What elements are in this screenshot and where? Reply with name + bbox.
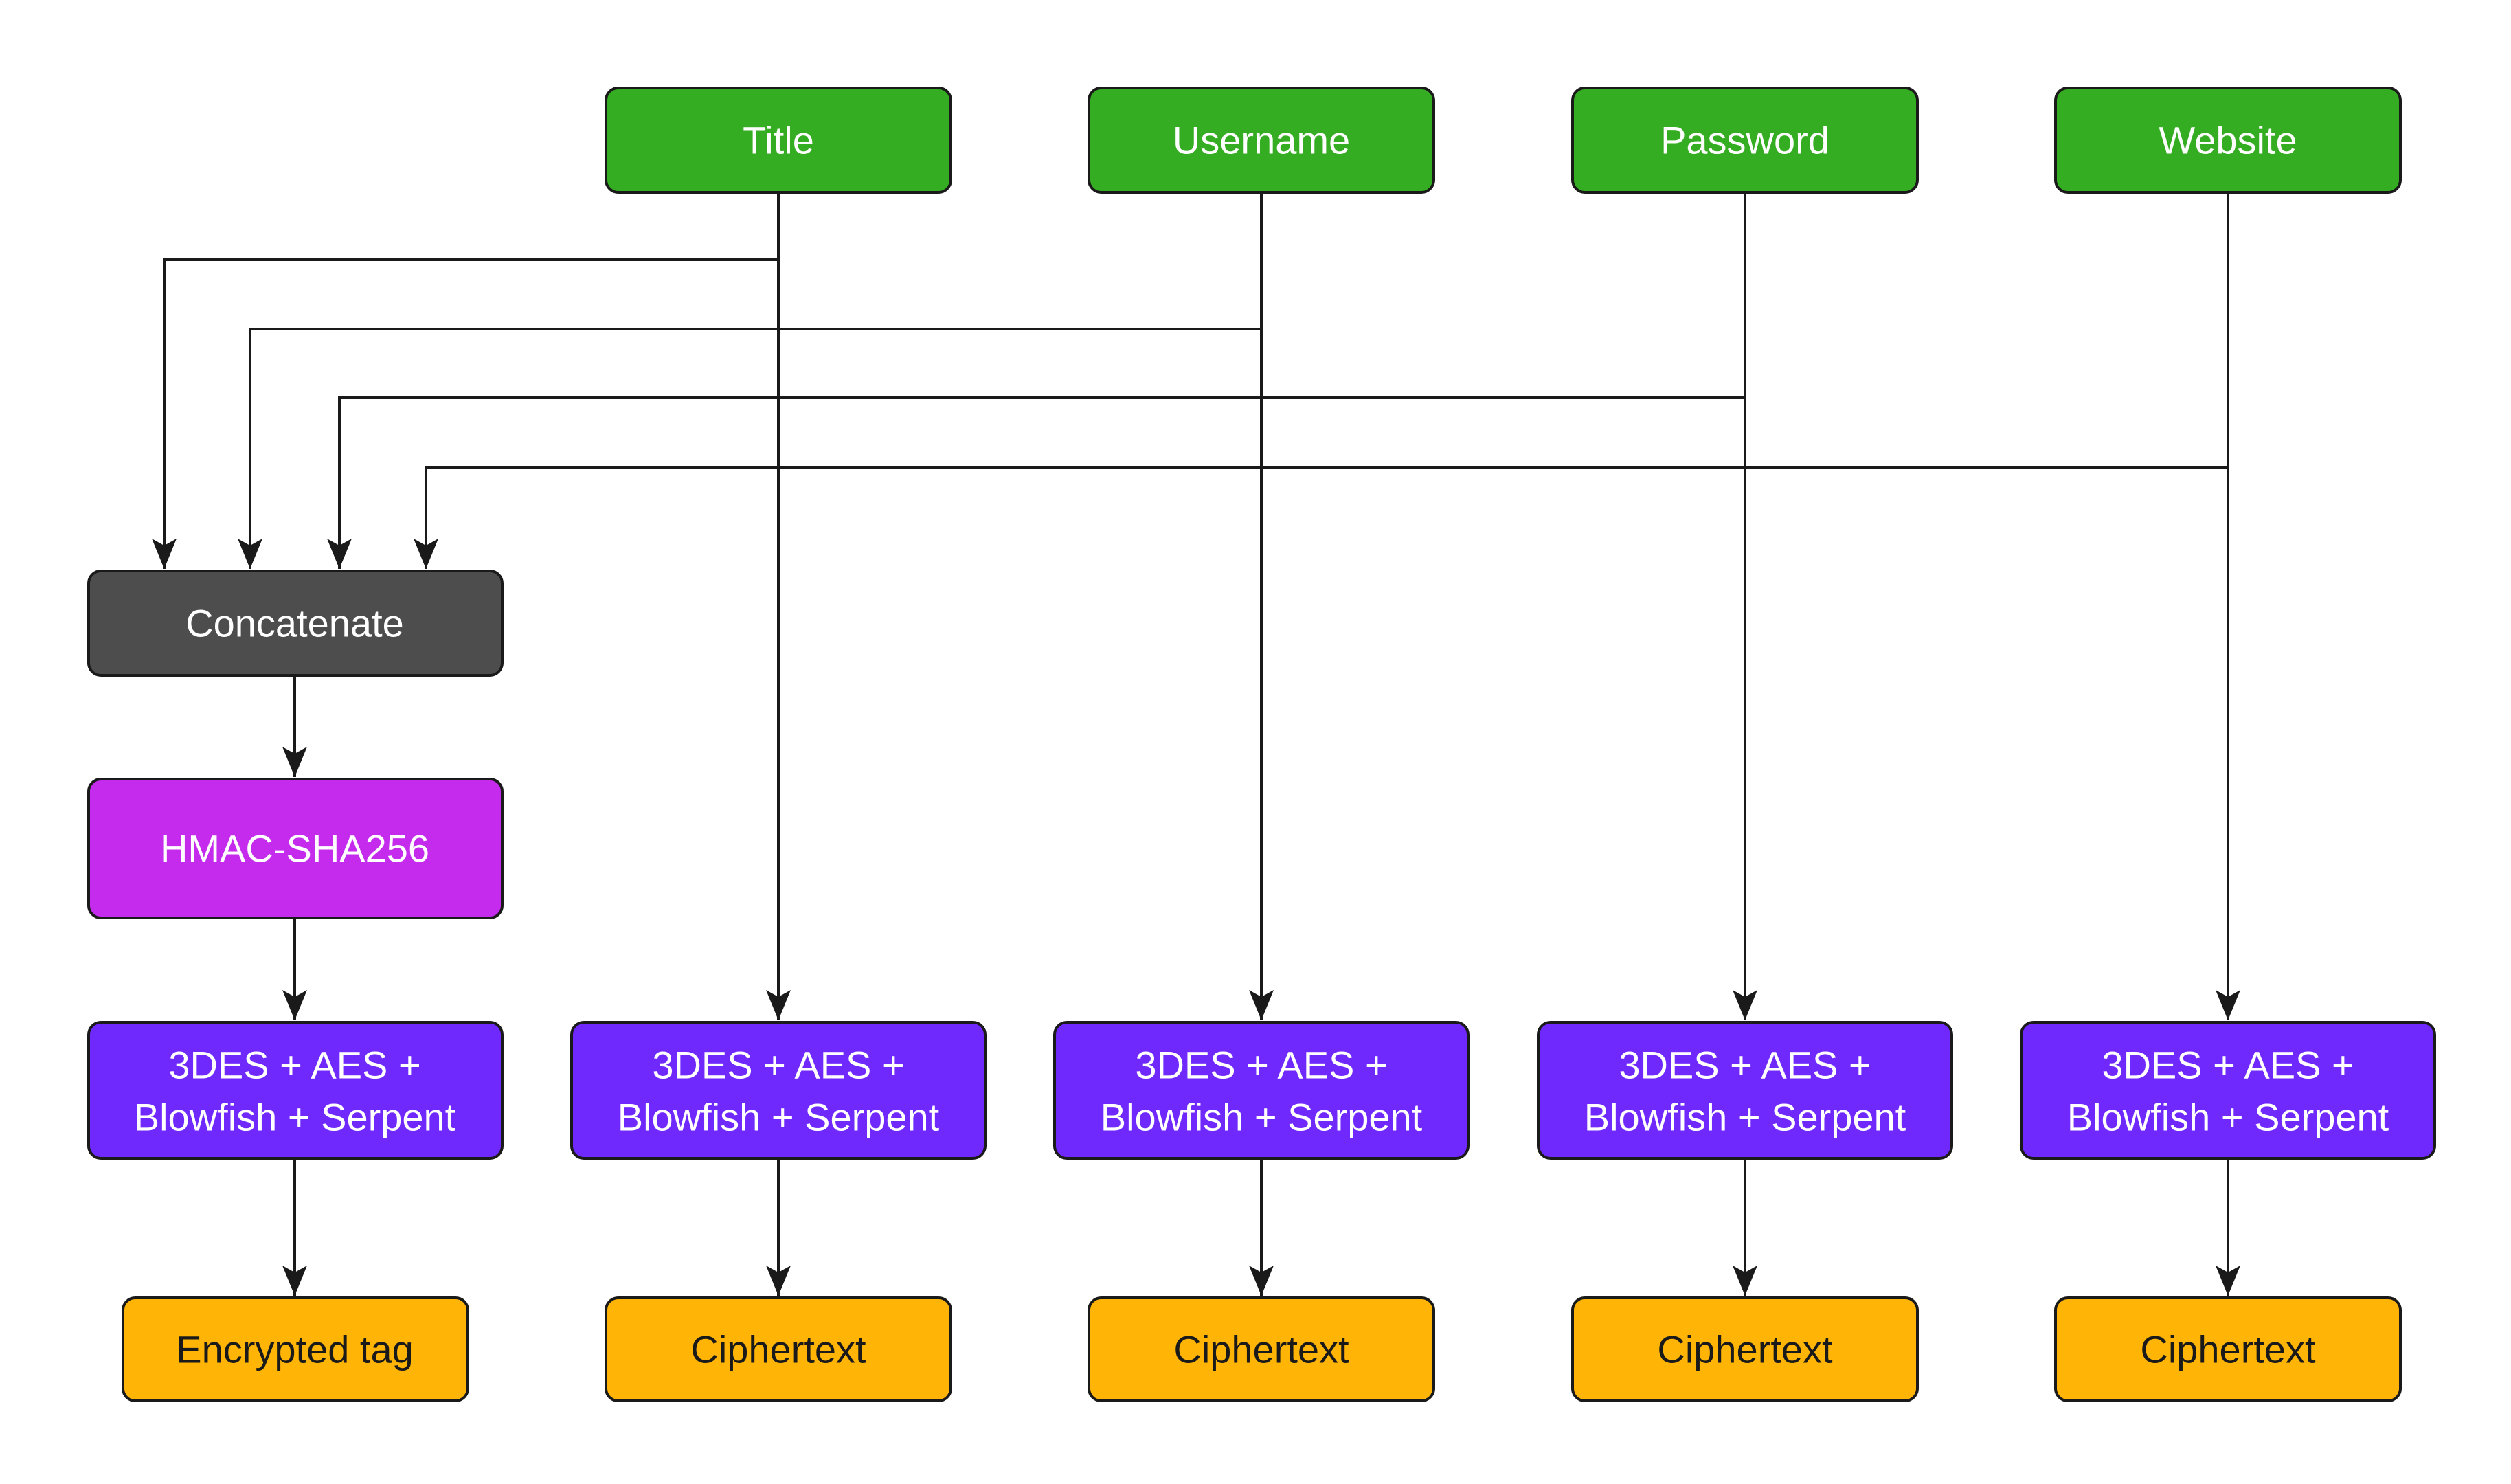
output-ciphertext-node-4: Ciphertext bbox=[2054, 1296, 2402, 1402]
input-website-box bbox=[2054, 87, 2402, 194]
concatenate-box bbox=[87, 570, 504, 677]
output-ciphertext-node-3: Ciphertext bbox=[1571, 1296, 1919, 1402]
cipher-line1-title: 3DES + AES + bbox=[652, 1044, 904, 1087]
input-title-box bbox=[605, 87, 952, 194]
cipher-line2-password: Blowfish + Serpent bbox=[1584, 1096, 1906, 1139]
input-password-label: Password bbox=[1660, 119, 1829, 162]
hmac-box bbox=[87, 778, 504, 919]
edge-password-to-concat bbox=[327, 192, 1746, 569]
cipher-line2-username: Blowfish + Serpent bbox=[1101, 1096, 1423, 1139]
concatenate-label: Concatenate bbox=[185, 602, 404, 645]
cipher-line1-password: 3DES + AES + bbox=[1619, 1044, 1871, 1087]
output-ciphertext-node-1: Ciphertext bbox=[605, 1296, 952, 1402]
input-website-label: Website bbox=[2159, 119, 2297, 162]
cipher-node-website: 3DES + AES + Blowfish + Serpent bbox=[2020, 1021, 2436, 1160]
input-username-label: Username bbox=[1173, 119, 1350, 162]
cipher-box-website bbox=[2020, 1021, 2436, 1160]
cipher-box-title bbox=[570, 1021, 987, 1160]
hmac-node: HMAC-SHA256 bbox=[87, 778, 504, 919]
edges bbox=[152, 192, 2240, 1296]
output-ciphertext-box-3 bbox=[1571, 1296, 1919, 1402]
cipher-line2-tag: Blowfish + Serpent bbox=[134, 1096, 456, 1139]
output-ciphertext-node-2: Ciphertext bbox=[1088, 1296, 1435, 1402]
cipher-node-tag: 3DES + AES + Blowfish + Serpent bbox=[87, 1021, 504, 1160]
cipher-box-username bbox=[1053, 1021, 1470, 1160]
edge-website-to-concat bbox=[414, 192, 2229, 569]
cipher-line2-title: Blowfish + Serpent bbox=[618, 1096, 940, 1139]
output-ciphertext-box-1 bbox=[605, 1296, 952, 1402]
edge-title-to-concat bbox=[152, 192, 780, 569]
output-ciphertext-label-1: Ciphertext bbox=[690, 1328, 866, 1371]
cipher-node-password: 3DES + AES + Blowfish + Serpent bbox=[1537, 1021, 1953, 1160]
cipher-line1-username: 3DES + AES + bbox=[1135, 1044, 1387, 1087]
output-ciphertext-label-2: Ciphertext bbox=[1173, 1328, 1349, 1371]
cipher-line1-tag: 3DES + AES + bbox=[168, 1044, 420, 1087]
concatenate-node: Concatenate bbox=[87, 570, 504, 677]
output-encrypted-tag-box bbox=[122, 1296, 469, 1402]
hmac-label: HMAC-SHA256 bbox=[160, 827, 429, 870]
input-username-box bbox=[1088, 87, 1435, 194]
cipher-line1-website: 3DES + AES + bbox=[2102, 1044, 2354, 1087]
output-ciphertext-box-2 bbox=[1088, 1296, 1435, 1402]
input-password-node: Password bbox=[1571, 87, 1919, 194]
input-title-node: Title bbox=[605, 87, 952, 194]
input-title-label: Title bbox=[743, 119, 814, 162]
output-ciphertext-label-3: Ciphertext bbox=[1657, 1328, 1833, 1371]
output-ciphertext-label-4: Ciphertext bbox=[2140, 1328, 2316, 1371]
output-ciphertext-box-4 bbox=[2054, 1296, 2402, 1402]
input-username-node: Username bbox=[1088, 87, 1435, 194]
cipher-line2-website: Blowfish + Serpent bbox=[2067, 1096, 2389, 1139]
input-website-node: Website bbox=[2054, 87, 2402, 194]
cipher-box-password bbox=[1537, 1021, 1953, 1160]
cipher-node-title: 3DES + AES + Blowfish + Serpent bbox=[570, 1021, 987, 1160]
output-encrypted-tag-node: Encrypted tag bbox=[122, 1296, 469, 1402]
input-password-box bbox=[1571, 87, 1919, 194]
output-encrypted-tag-label: Encrypted tag bbox=[176, 1328, 414, 1371]
cipher-box-tag bbox=[87, 1021, 504, 1160]
cipher-node-username: 3DES + AES + Blowfish + Serpent bbox=[1053, 1021, 1470, 1160]
edge-username-to-concat bbox=[238, 192, 1263, 569]
